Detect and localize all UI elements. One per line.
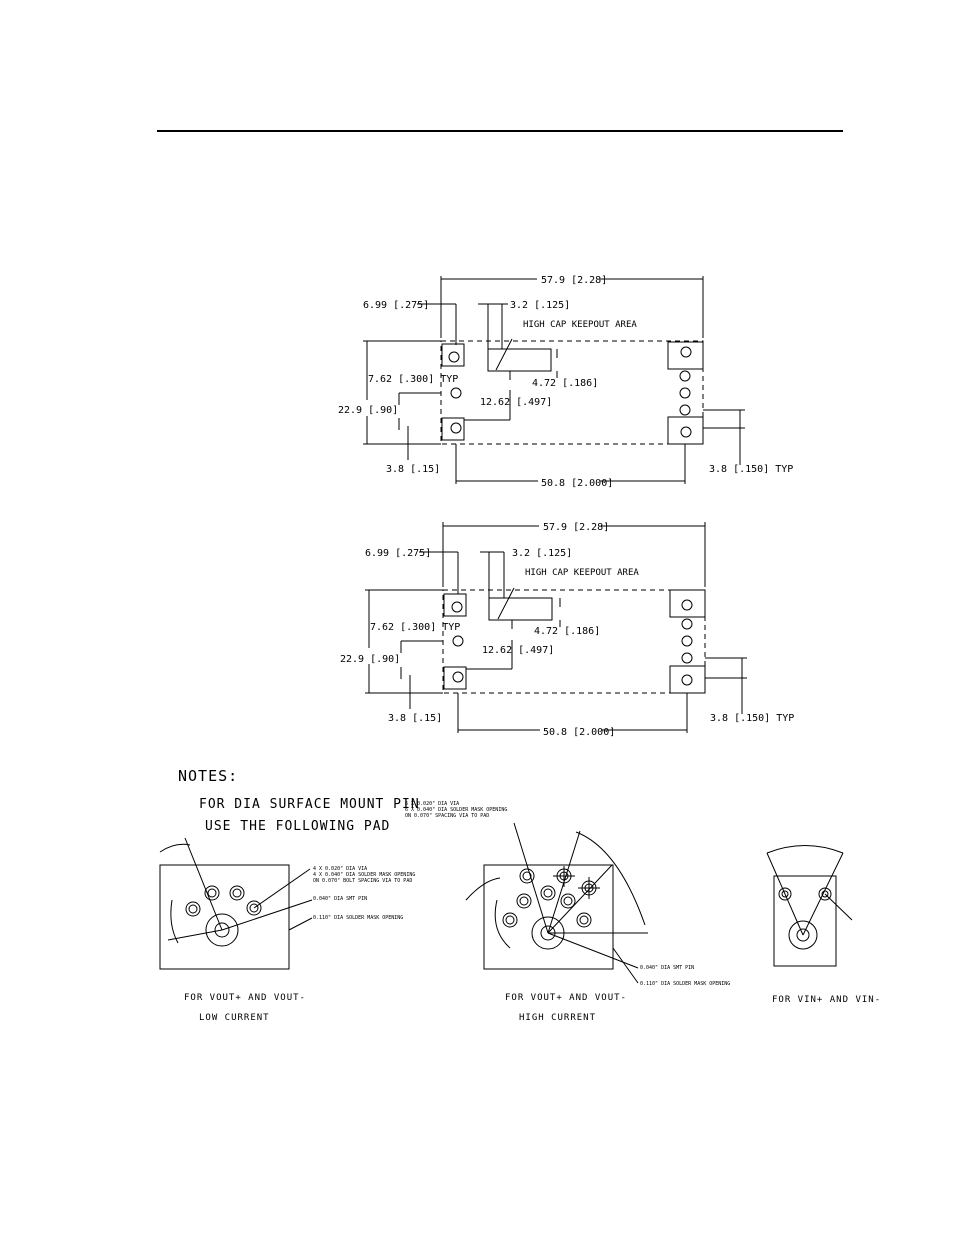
top-view-labels: 57.9 [2.28] 6.99 [.275] 3.2 [.125] HIGH … — [338, 275, 793, 489]
top-view — [363, 276, 745, 484]
bottom-offset-dim: 3.8 [.15] — [386, 464, 440, 475]
notes-line-2: USE THE FOLLOWING PAD — [205, 819, 390, 834]
bottom-offset-dim: 3.8 [.15] — [388, 713, 442, 724]
pin-pad — [667, 416, 704, 445]
notes-heading: NOTES: — [178, 767, 238, 785]
left-inset-dim: 6.99 [.275] — [365, 548, 431, 559]
bottom-view-labels: 57.9 [2.28] 6.99 [.275] 3.2 [.125] HIGH … — [340, 522, 794, 738]
width-dim: 57.9 [2.28] — [541, 275, 607, 286]
keepout-label: HIGH CAP KEEPOUT AREA — [523, 320, 637, 330]
callout-pin: 0.040" DIA SMT PIN — [640, 965, 694, 971]
right-offset-dim: 3.8 [.150] TYP — [709, 464, 793, 475]
height-dim: 22.9 [.90] — [340, 654, 400, 665]
pad-caption: FOR VOUT+ AND VOUT- — [505, 993, 627, 1003]
pin-pad — [443, 666, 467, 690]
callout-via: 6 X 0.020" DIA VIA — [405, 801, 459, 807]
pad-low-current — [159, 837, 313, 970]
pad-caption: FOR VIN+ AND VIN- — [772, 995, 881, 1005]
callout-spacing: ON 0.070" SPACING VIA TO PAD — [405, 813, 489, 819]
keepout-height-dim: 4.72 [.186] — [534, 626, 600, 637]
pin-pad — [441, 343, 465, 367]
bottom-view — [365, 522, 747, 733]
keepout-offset-dim: 12.62 [.497] — [480, 397, 552, 408]
pin-span-dim: 50.8 [2.000] — [541, 478, 613, 489]
pad-caption-sub: HIGH CURRENT — [519, 1013, 596, 1023]
pin-pitch-dim: 7.62 [.300] TYP — [368, 374, 458, 385]
pin-pad — [443, 593, 467, 617]
callout-via: 4 X 0.020" DIA VIA — [313, 866, 367, 872]
module-outline — [440, 340, 704, 445]
callout-spacing: ON 0.070" BOLT SPACING VIA TO PAD — [313, 878, 412, 884]
pin-pad — [441, 417, 465, 441]
notes: NOTES: FOR DIA SURFACE MOUNT PIN USE THE… — [178, 767, 420, 834]
height-dim: 22.9 [.90] — [338, 405, 398, 416]
keepout-offset-dim: 12.62 [.497] — [482, 645, 554, 656]
keepout-area — [488, 597, 553, 621]
pad-caption: FOR VOUT+ AND VOUT- — [184, 993, 306, 1003]
pin-pitch-dim: 7.62 [.300] TYP — [370, 622, 460, 633]
pad-caption-sub: LOW CURRENT — [199, 1013, 270, 1023]
callout-mask: 4 X 0.040" DIA SOLDER MASK OPENING — [313, 872, 415, 878]
small-gap-dim: 3.2 [.125] — [510, 300, 570, 311]
pin-pad — [669, 665, 706, 694]
pin-span-dim: 50.8 [2.000] — [543, 727, 615, 738]
width-dim: 57.9 [2.28] — [543, 522, 609, 533]
callout-mask: 6 X 0.040" DIA SOLDER MASK OPENING — [405, 807, 507, 813]
left-inset-dim: 6.99 [.275] — [363, 300, 429, 311]
pad-low-labels: 4 X 0.020" DIA VIA 4 X 0.040" DIA SOLDER… — [184, 866, 415, 1023]
pad-high-current — [465, 822, 648, 984]
pad-vin-labels: FOR VIN+ AND VIN- — [772, 995, 881, 1005]
pad-vin — [766, 845, 853, 967]
notes-line-1: FOR DIA SURFACE MOUNT PIN — [199, 797, 420, 812]
small-gap-dim: 3.2 [.125] — [512, 548, 572, 559]
callout-pin: 0.040" DIA SMT PIN — [313, 896, 367, 902]
keepout-area — [487, 348, 552, 372]
callout-mask-opening: 0.110" DIA SOLDER MASK OPENING — [313, 915, 403, 921]
module-outline — [442, 589, 706, 694]
pin-pad — [667, 341, 704, 370]
keepout-height-dim: 4.72 [.186] — [532, 378, 598, 389]
keepout-label: HIGH CAP KEEPOUT AREA — [525, 568, 639, 578]
pad-high-labels: 6 X 0.020" DIA VIA 6 X 0.040" DIA SOLDER… — [405, 801, 730, 1023]
callout-mask-opening: 0.110" DIA SOLDER MASK OPENING — [640, 981, 730, 987]
pin-pad — [669, 589, 706, 618]
right-offset-dim: 3.8 [.150] TYP — [710, 713, 794, 724]
